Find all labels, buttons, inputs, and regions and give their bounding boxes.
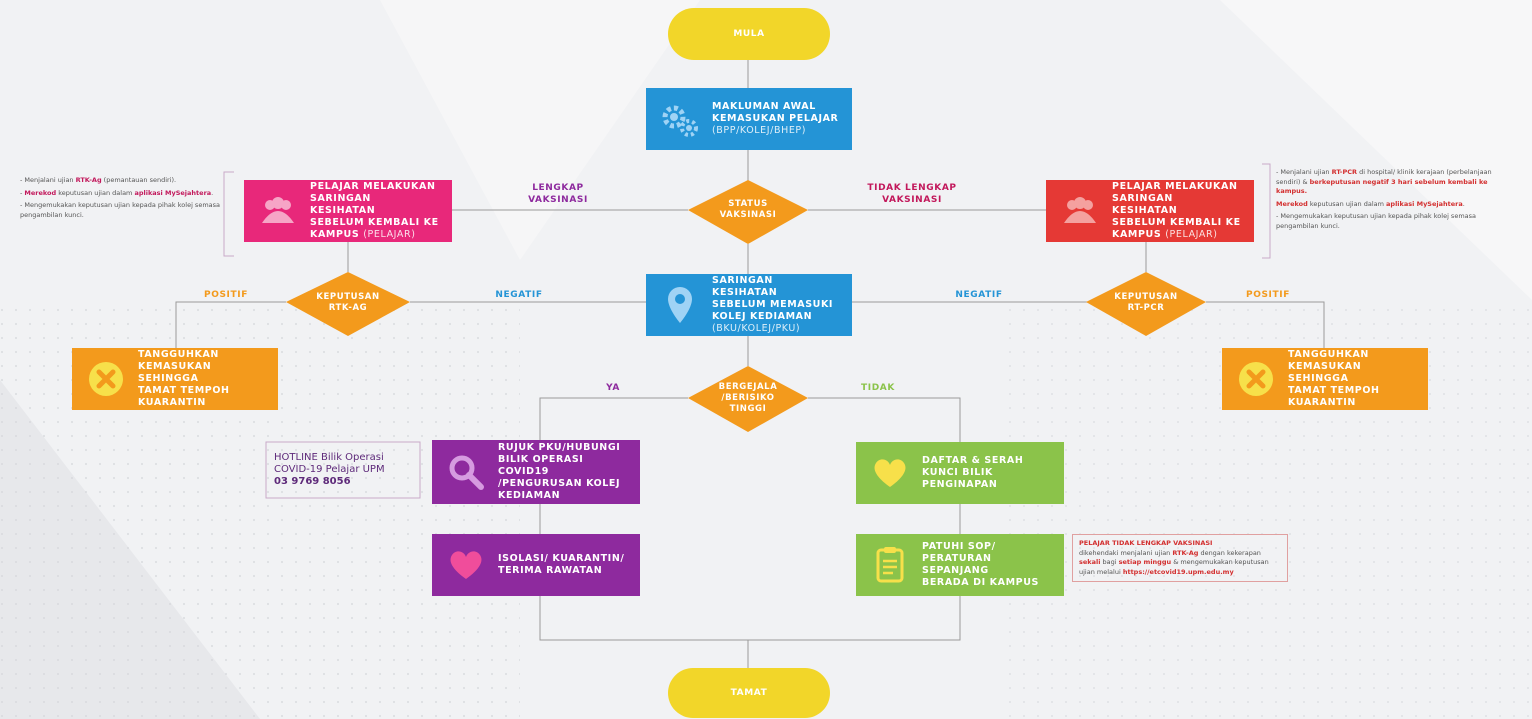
note-left: - Menjalani ujian RTK-Ag (pemantauan sen…: [20, 176, 224, 223]
edge-positif-left: POSITIF: [204, 290, 248, 300]
maklumat-sub: (BPP/KOLEJ/BHEP): [712, 125, 807, 136]
end-node: TAMAT: [668, 668, 830, 718]
tangguh-left-label: TANGGUHKAN KEMASUKAN SEHINGGA TAMAT TEMP…: [138, 349, 230, 408]
tangguh-right-label: TANGGUHKAN KEMASUKAN SEHINGGA TAMAT TEMP…: [1288, 349, 1380, 408]
saringan-title: SARINGAN KESIHATAN SEBELUM MEMASUKI KOLE…: [712, 275, 834, 322]
note-bottom: PELAJAR TIDAK LENGKAP VAKSINASI dikehend…: [1072, 534, 1288, 582]
note-left-line-1: - Menjalani ujian RTK-Ag (pemantauan sen…: [20, 176, 177, 184]
maklumat-title: MAKLUMAN AWAL KEMASUKAN PELAJAR: [712, 101, 839, 124]
clipboard-icon: [866, 541, 914, 589]
decision-rtk-label: KEPUTUSAN RTK-AG: [316, 292, 380, 313]
people-icon: [254, 187, 302, 235]
note-left-line-3: - Mengemukakan keputusan ujian kepada pi…: [20, 201, 221, 219]
pelajar-left-title: PELAJAR MELAKUKAN SARINGAN KESIHATAN SEB…: [310, 181, 439, 240]
start-node: MULA: [668, 8, 830, 60]
isolasi-node: ISOLASI/ KUARANTIN/ TERIMA RAWATAN: [432, 534, 640, 596]
start-label: MULA: [733, 29, 765, 39]
end-label: TAMAT: [730, 688, 768, 698]
pelajar-left-node: PELAJAR MELAKUKAN SARINGAN KESIHATAN SEB…: [244, 180, 452, 242]
pelajar-right-node: PELAJAR MELAKUKAN SARINGAN KESIHATAN SEB…: [1046, 180, 1254, 242]
note-right-line-3: - Mengemukakan keputusan ujian kepada pi…: [1276, 212, 1477, 230]
edge-tidak-lengkap: TIDAK LENGKAP VAKSINASI: [867, 183, 957, 205]
hotline-info: HOTLINE Bilik Operasi COVID-19 Pelajar U…: [274, 452, 416, 488]
saringan-node: SARINGAN KESIHATAN SEBELUM MEMASUKI KOLE…: [646, 274, 852, 336]
hotline-number: 03 9769 8056: [274, 476, 351, 487]
edge-ya: YA: [606, 383, 620, 393]
maklumat-node: MAKLUMAN AWAL KEMASUKAN PELAJAR (BPP/KOL…: [646, 88, 852, 150]
rujuk-label: RUJUK PKU/HUBUNGI BILIK OPERASI COVID19 …: [498, 442, 621, 501]
location-pin-icon: [656, 281, 704, 329]
decision-status-label: STATUS VAKSINASI: [719, 199, 777, 220]
diamond-rtpcr: [1086, 272, 1206, 336]
connector-rtk-positif: [175, 301, 286, 348]
patuhi-label: PATUHI SOP/ PERATURAN SEPANJANG BERADA D…: [922, 541, 1039, 588]
decision-rtpcr-label: KEPUTUSAN RT-PCR: [1114, 292, 1178, 313]
hotline-line-1: HOTLINE Bilik Operasi: [274, 452, 384, 463]
note-left-bracket: [223, 171, 234, 257]
heart-icon: [866, 449, 914, 497]
edge-negatif-right: NEGATIF: [955, 290, 1003, 300]
tangguh-right-node: TANGGUHKAN KEMASUKAN SEHINGGA TAMAT TEMP…: [1222, 348, 1428, 410]
patuhi-node: PATUHI SOP/ PERATURAN SEPANJANG BERADA D…: [856, 534, 1064, 596]
edge-positif-right: POSITIF: [1246, 290, 1290, 300]
note-right-bracket: [1262, 163, 1271, 259]
tangguh-left-node: TANGGUHKAN KEMASUKAN SEHINGGA TAMAT TEMP…: [72, 348, 278, 410]
saringan-sub: (BKU/KOLEJ/PKU): [712, 323, 801, 334]
cross-icon: [82, 355, 130, 403]
heart-icon: [442, 541, 490, 589]
hotline-frame: [265, 441, 421, 499]
pelajar-left-sub: (PELAJAR): [363, 229, 416, 240]
note-left-line-2: - Merekod keputusan ujian dalam aplikasi…: [20, 188, 214, 197]
connector-bergejala-branches: [539, 397, 961, 641]
pelajar-right-title: PELAJAR MELAKUKAN SARINGAN KESIHATAN SEB…: [1112, 181, 1241, 240]
note-right: - Menjalani ujian RT-PCR di hospital/ kl…: [1276, 168, 1512, 234]
note-right-line-2: Merekod keputusan ujian dalam aplikasi M…: [1276, 199, 1465, 208]
edge-tidak: TIDAK: [861, 383, 895, 393]
edge-negatif-left: NEGATIF: [495, 290, 543, 300]
rujuk-node: RUJUK PKU/HUBUNGI BILIK OPERASI COVID19 …: [432, 440, 640, 504]
daftar-label: DAFTAR & SERAH KUNCI BILIK PENGINAPAN: [922, 455, 1024, 490]
daftar-node: DAFTAR & SERAH KUNCI BILIK PENGINAPAN: [856, 442, 1064, 504]
diamond-status: [688, 180, 808, 244]
hotline-line-2: COVID-19 Pelajar UPM: [274, 464, 385, 475]
diamond-bergejala: [688, 366, 808, 432]
gears-icon: [656, 95, 704, 143]
connector-rtpcr-positif: [1206, 301, 1325, 348]
cross-icon: [1232, 355, 1280, 403]
decision-bergejala-label: BERGEJALA /BERISIKO TINGGI: [718, 381, 778, 414]
isolasi-label: ISOLASI/ KUARANTIN/ TERIMA RAWATAN: [498, 553, 625, 576]
edge-lengkap: LENGKAP VAKSINASI: [528, 183, 588, 205]
pelajar-right-sub: (PELAJAR): [1165, 229, 1218, 240]
people-icon: [1056, 187, 1104, 235]
note-right-line-1: - Menjalani ujian RT-PCR di hospital/ kl…: [1276, 168, 1492, 195]
diamond-rtk: [286, 272, 410, 336]
search-icon: [442, 448, 490, 496]
